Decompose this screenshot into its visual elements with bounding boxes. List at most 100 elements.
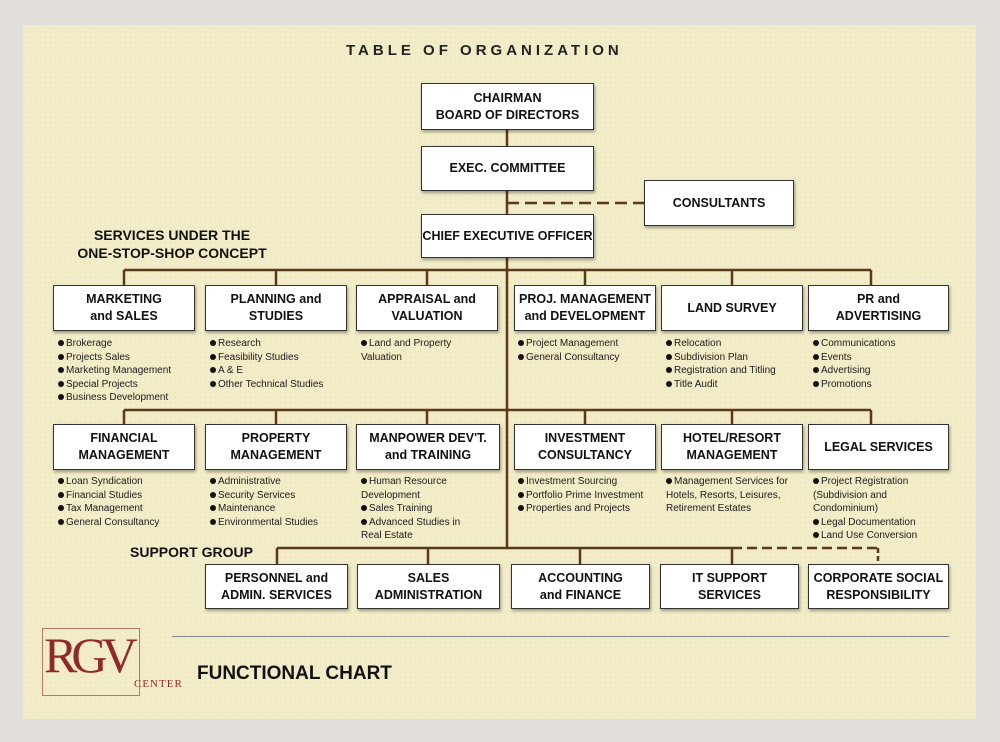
- support-box: IT SUPPORT SERVICES: [660, 564, 799, 609]
- list-item: Financial Studies: [58, 489, 159, 503]
- list-item: Title Audit: [666, 378, 776, 392]
- bullet-icon: [666, 353, 672, 360]
- list-item: Investment Sourcing: [518, 475, 643, 489]
- list-item: Subdivision Plan: [666, 351, 776, 365]
- logo-letters: RGV: [44, 627, 138, 683]
- chairman-box: CHAIRMAN BOARD OF DIRECTORS: [421, 83, 594, 130]
- list-item-text: Research: [218, 338, 261, 349]
- consultants-box: CONSULTANTS: [644, 180, 794, 226]
- list-item: Sales Training: [361, 502, 460, 516]
- bullet-icon: [361, 478, 367, 484]
- list-item-text: Project Registration (Subdivision and Co…: [813, 476, 909, 514]
- row2-box: INVESTMENT CONSULTANCY: [514, 424, 656, 470]
- list-item-text: Advanced Studies in Real Estate: [361, 516, 461, 542]
- row2-list: Project Registration (Subdivision and Co…: [813, 475, 917, 543]
- bullet-icon: [210, 491, 216, 498]
- list-item: Project Management: [518, 337, 619, 351]
- support-box: PERSONNEL and ADMIN. SERVICES: [205, 564, 348, 609]
- list-item-text: Advertising: [821, 365, 871, 376]
- bullet-icon: [58, 491, 64, 498]
- bullet-icon: [518, 353, 524, 360]
- row2-box: FINANCIAL MANAGEMENT: [53, 424, 195, 470]
- list-item-text: Brokerage: [66, 338, 113, 349]
- list-item: Marketing Management: [58, 364, 171, 378]
- row2-list: Management Services for Hotels, Resorts,…: [666, 475, 788, 516]
- bullet-icon: [813, 478, 819, 484]
- list-item-text: Portfolio Prime Investment: [526, 489, 644, 501]
- support-box: CORPORATE SOCIAL RESPONSIBILITY: [808, 564, 949, 609]
- row1-box: MARKETING and SALES: [53, 285, 195, 331]
- list-item: Advanced Studies in Real Estate: [361, 516, 460, 543]
- support-box: SALES ADMINISTRATION: [357, 564, 500, 609]
- list-item: Loan Syndication: [58, 475, 159, 489]
- bullet-icon: [666, 380, 672, 387]
- bullet-icon: [361, 505, 367, 511]
- row1-box: PR and ADVERTISING: [808, 285, 949, 331]
- bullet-icon: [813, 518, 819, 525]
- list-item-text: Title Audit: [674, 378, 718, 390]
- list-item: Tax Management: [58, 502, 159, 516]
- row1-box: APPRAISAL and VALUATION: [356, 285, 498, 331]
- bullet-icon: [813, 532, 819, 538]
- bullet-icon: [58, 367, 64, 373]
- list-item: General Consultancy: [58, 516, 159, 530]
- list-item: Special Projects: [58, 378, 171, 392]
- list-item: General Consultancy: [518, 351, 619, 365]
- list-item: Maintenance: [210, 502, 318, 516]
- bullet-icon: [813, 353, 819, 360]
- list-item-text: Communications: [821, 338, 896, 349]
- list-item: Business Development: [58, 391, 171, 405]
- list-item: Relocation: [666, 337, 776, 351]
- list-item-text: Special Projects: [66, 378, 138, 390]
- bullet-icon: [58, 394, 64, 400]
- rgv-logo: RGV CENTER: [42, 626, 182, 696]
- list-item-text: Subdivision Plan: [674, 351, 748, 363]
- list-item-text: Events: [821, 351, 852, 363]
- list-item: Research: [210, 337, 323, 351]
- bullet-icon: [58, 353, 64, 360]
- bullet-icon: [210, 518, 216, 525]
- list-item: Land Use Conversion: [813, 529, 917, 543]
- bullet-icon: [666, 478, 672, 484]
- logo-subtitle: CENTER: [134, 678, 183, 690]
- list-item-text: General Consultancy: [66, 516, 160, 528]
- list-item: Promotions: [813, 378, 895, 392]
- bullet-icon: [813, 380, 819, 387]
- page-title: TABLE OF ORGANIZATION: [346, 42, 623, 59]
- bullet-icon: [813, 367, 819, 373]
- list-item: Advertising: [813, 364, 895, 378]
- list-item-text: Loan Syndication: [66, 476, 143, 487]
- list-item: Project Registration (Subdivision and Co…: [813, 475, 917, 516]
- bullet-icon: [210, 478, 216, 484]
- bullet-icon: [58, 478, 64, 484]
- services-heading: SERVICES UNDER THE ONE-STOP-SHOP CONCEPT: [77, 227, 267, 261]
- list-item: Communications: [813, 337, 895, 351]
- row2-box: LEGAL SERVICES: [808, 424, 949, 470]
- bullet-icon: [58, 518, 64, 525]
- list-item: Other Technical Studies: [210, 378, 323, 392]
- footer-rule: [172, 636, 949, 637]
- bullet-icon: [666, 340, 672, 346]
- list-item-text: Human Resource Development: [361, 476, 447, 501]
- list-item: Administrative: [210, 475, 318, 489]
- list-item-text: Financial Studies: [66, 489, 143, 501]
- bullet-icon: [58, 380, 64, 387]
- row1-box: LAND SURVEY: [661, 285, 803, 331]
- row1-box: PROJ. MANAGEMENT and DEVELOPMENT: [514, 285, 656, 331]
- logo-frame: [42, 628, 140, 696]
- list-item-text: Legal Documentation: [821, 516, 916, 528]
- support-box: ACCOUNTING and FINANCE: [511, 564, 650, 609]
- ceo-box: CHIEF EXECUTIVE OFFICER: [421, 214, 594, 258]
- list-item: Projects Sales: [58, 351, 171, 365]
- bullet-icon: [210, 367, 216, 373]
- list-item-text: Land and Property Valuation: [361, 338, 452, 363]
- list-item-text: Sales Training: [369, 503, 433, 514]
- list-item-text: Feasibility Studies: [218, 351, 299, 363]
- list-item-text: Investment Sourcing: [526, 476, 618, 487]
- bullet-icon: [58, 340, 64, 346]
